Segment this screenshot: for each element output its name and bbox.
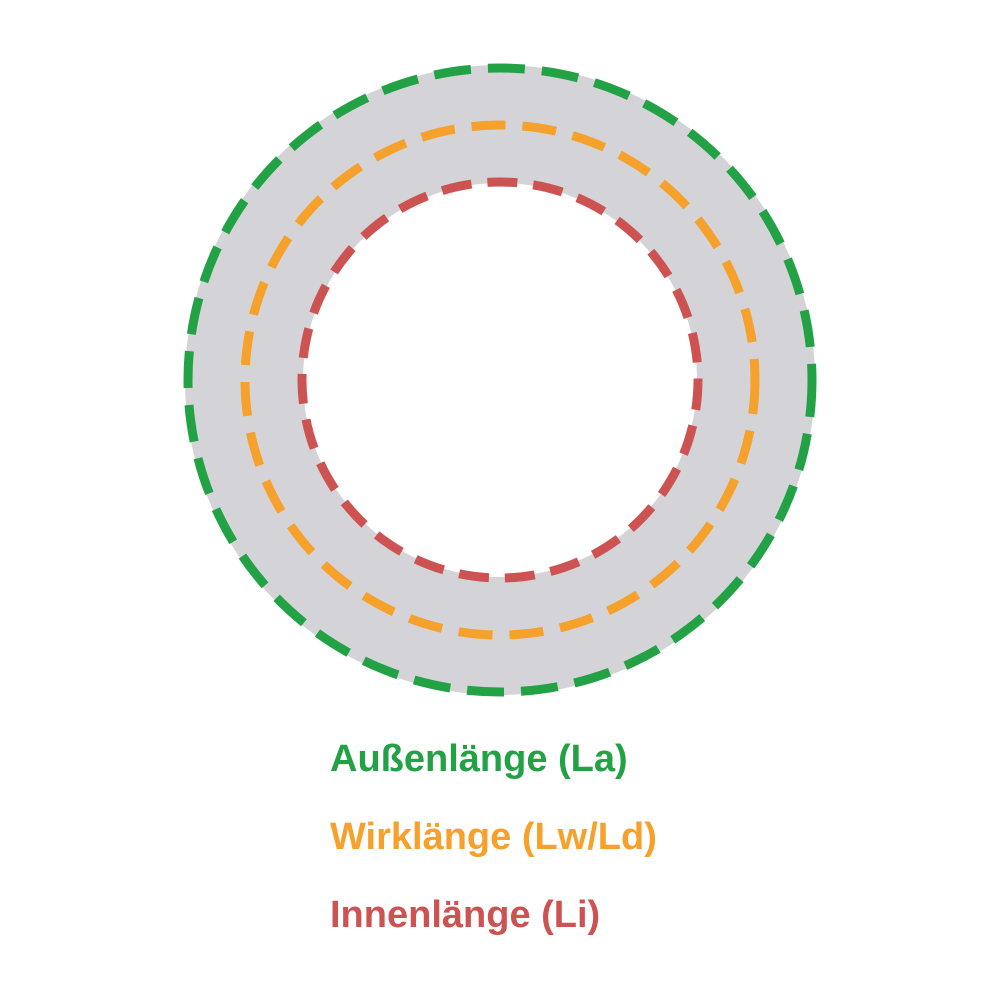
- inner-length-circle: [297, 177, 703, 583]
- effective-length-circle: [240, 120, 760, 640]
- legend-inner-length: Innenlänge (Li): [330, 894, 601, 936]
- belt-rings-graphic: [183, 63, 817, 697]
- legend: Außenlänge (La) Wirklänge (Lw/Ld) Innenl…: [330, 740, 970, 974]
- outer-length-circle: [183, 63, 817, 697]
- legend-effective-length: Wirklänge (Lw/Ld): [330, 816, 657, 858]
- legend-outer-length: Außenlänge (La): [330, 738, 628, 780]
